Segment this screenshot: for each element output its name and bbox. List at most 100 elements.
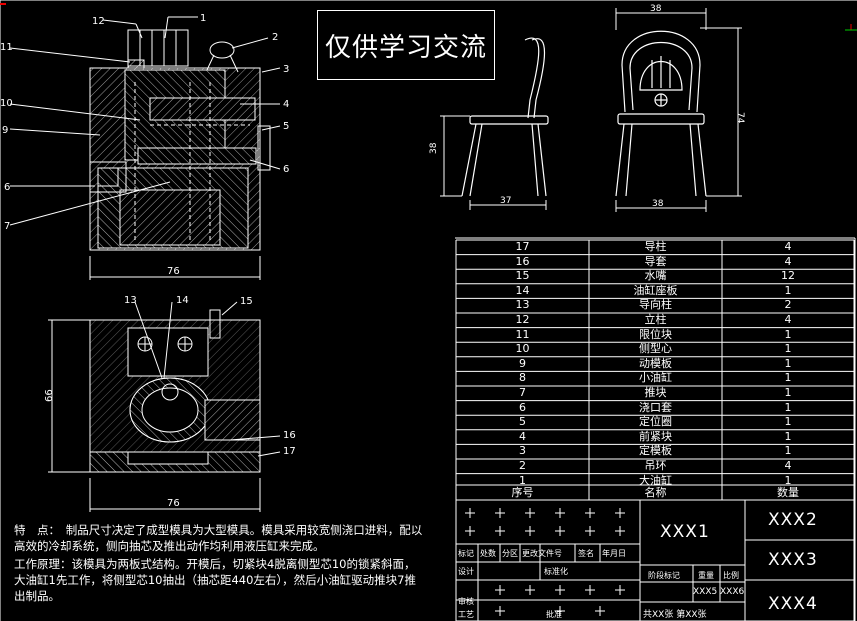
callout-15: 15 [240, 296, 253, 307]
bom-row: 5 定位圈 1 [456, 415, 854, 430]
bom-cell-no: 13 [515, 298, 530, 312]
callout-5: 5 [283, 121, 289, 132]
tb-label-1: 处数 [480, 549, 496, 558]
tb-label-0: 标记 [458, 549, 474, 558]
dim-chair-height: 74 [735, 112, 745, 124]
callout-11: 11 [0, 42, 13, 53]
callout-4: 4 [283, 99, 289, 110]
notes-features: 特 点： 制品尺寸决定了成型模具为大型模具。模具采用较宽侧浇口进料，配以高效的冷… [14, 523, 423, 553]
bom-row: 2 吊环 4 [456, 459, 854, 474]
bom-row: 4 前紧块 1 [456, 430, 854, 445]
bom-cell-name: 导柱 [644, 240, 667, 253]
bom-cell-qty: 1 [784, 385, 792, 399]
tb-label-7: 标准化 [544, 567, 568, 576]
dim-76-top: 76 [167, 266, 180, 277]
watermark-box: 仅供学习交流 [317, 10, 495, 80]
title-name-2: XXX2 [768, 510, 818, 530]
bom-cell-qty: 4 [784, 312, 792, 326]
tb-label-12: 工艺 [458, 610, 474, 619]
bom-cell-name: 限位块 [639, 327, 672, 341]
tb-label-3: 更改文件号 [522, 549, 562, 558]
technical-notes: 特 点： 制品尺寸决定了成型模具为大型模具。模具采用较宽侧浇口进料，配以高效的冷… [14, 522, 424, 606]
dim-chair-depth: 37 [500, 196, 511, 206]
title-name-3: XXX3 [768, 550, 818, 570]
callout-7: 7 [4, 221, 10, 232]
notes-principle: 工作原理：该模具为两板式结构。开模后，切紧块4脱离侧型芯10的锁紧斜面，大油缸1… [14, 557, 416, 603]
bom-cell-qty: 1 [784, 415, 792, 429]
bom-cell-no: 6 [519, 400, 526, 414]
bom-cell-no: 3 [519, 444, 526, 458]
title-block-grid [455, 499, 855, 621]
callout-9: 9 [2, 125, 8, 136]
dim-chair-front-width: 38 [652, 199, 664, 209]
sheet-info: XXX6 [720, 587, 745, 597]
bom-cell-name: 水嘴 [644, 269, 667, 283]
bom-cell-name: 定模板 [639, 444, 672, 458]
bom-cell-name: 定位圈 [639, 415, 672, 429]
bom-cell-no: 11 [515, 327, 530, 341]
bom-cell-name: 导向柱 [639, 298, 672, 312]
tb-label-10: 比例 [723, 571, 739, 580]
bom-cell-qty: 4 [784, 458, 792, 472]
mold-section-view [9, 16, 281, 280]
bom-cell-no: 4 [519, 429, 526, 443]
callout-6-left: 6 [4, 182, 10, 193]
bom-row: 6 浇口套 1 [456, 401, 854, 416]
bom-row: 11 限位块 1 [456, 328, 854, 343]
bom-cell-no: 14 [515, 283, 530, 297]
callout-16: 16 [283, 430, 296, 441]
bom-cell-qty: 4 [784, 240, 792, 253]
tb-label-4: 签名 [578, 549, 594, 558]
bom-header-qty: 数量 [777, 486, 799, 500]
bom-cell-no: 17 [515, 240, 530, 253]
dim-chair-width-top: 38 [650, 4, 662, 14]
bom-cell-no: 16 [515, 254, 530, 268]
mold-top-view [48, 301, 281, 512]
bom-cell-qty: 1 [784, 342, 792, 356]
bom-cell-name: 吊环 [644, 458, 667, 472]
callout-2: 2 [272, 32, 278, 43]
bom-cell-name: 大油缸 [639, 473, 672, 487]
tb-label-11: 审核 [458, 597, 474, 606]
tb-label-6: 设计 [458, 567, 474, 576]
callout-12: 12 [92, 16, 105, 27]
callout-6-top: 6 [283, 164, 289, 175]
bom-cell-no: 9 [519, 356, 526, 370]
bom-cell-qty: 1 [784, 327, 792, 341]
tb-label-9: 重量 [698, 571, 714, 580]
callout-3: 3 [283, 64, 289, 75]
callout-1: 1 [200, 13, 206, 24]
bom-cell-name: 导套 [644, 254, 667, 268]
bom-cell-name: 小油缸 [639, 371, 672, 385]
dim-chair-seat-height: 38 [429, 142, 439, 154]
bom-cell-qty: 1 [784, 371, 792, 385]
bom-cell-qty: 1 [784, 283, 792, 297]
bom-cell-name: 前紧块 [639, 429, 672, 443]
bom-row: 16 导套 4 [456, 255, 854, 270]
bom-cell-no: 2 [519, 458, 526, 472]
bom-cell-qty: 1 [784, 444, 792, 458]
bom-cell-name: 浇口套 [639, 400, 672, 414]
bom-cell-name: 推块 [644, 385, 667, 399]
bom-cell-qty: 1 [784, 356, 792, 370]
tb-label-13: 批准 [546, 610, 562, 619]
bom-cell-name: 动模板 [639, 356, 672, 370]
drawing-number: XXX1 [660, 522, 710, 542]
callout-13: 13 [124, 295, 137, 306]
bom-cell-no: 1 [519, 473, 526, 487]
bom-table-grid [455, 239, 855, 501]
chair-side-view [440, 37, 549, 210]
bom-cell-qty: 4 [784, 254, 792, 268]
bom-cell-qty: 1 [784, 400, 792, 414]
bom-cell-no: 12 [515, 312, 530, 326]
dim-76-bottom: 76 [167, 498, 180, 509]
bom-cell-no: 5 [519, 415, 526, 429]
bom-row: 9 动模板 1 [456, 357, 854, 372]
bom-cell-qty: 1 [784, 429, 792, 443]
bom-cell-no: 10 [515, 342, 530, 356]
